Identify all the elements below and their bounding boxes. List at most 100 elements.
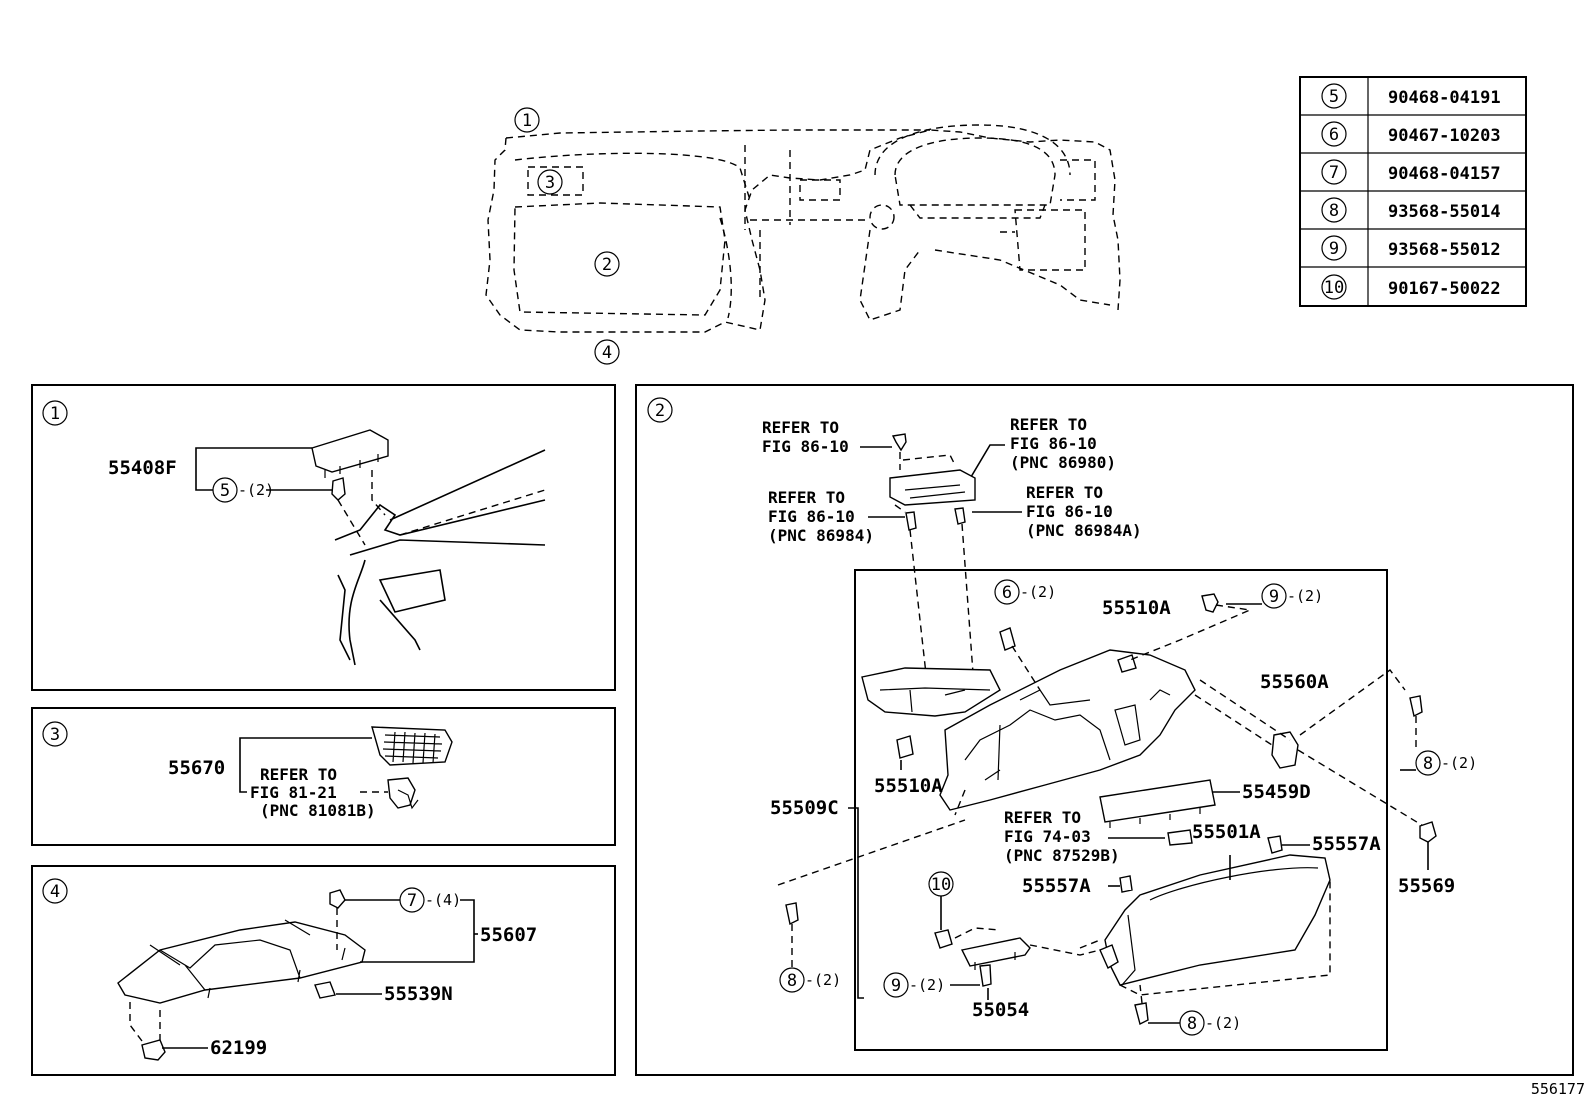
bolt-table-row: 8 93568-55014 [1321,197,1501,223]
retainer-guide-line [129,1002,161,1046]
ref-circle [1321,159,1347,185]
bolt-table-ref: 5 [1329,87,1339,107]
dashboard-upper-trim [514,152,751,201]
refer-text: (PNC 86984A) [1026,521,1142,540]
refer-text: FIG 74-03 [1004,827,1091,846]
panel-id-circle [42,721,68,747]
leader-line [239,737,372,793]
ref-circle [1321,83,1347,109]
driver-lower-trim [934,249,1111,306]
part-label-55557A: 55557A [1312,833,1381,855]
part-label-55607: 55607 [480,924,537,946]
fastener-part [314,981,336,999]
callout-circle [883,972,909,998]
callout: 6 -(2) [994,579,1056,605]
bolt-table-row: 7 90468-04157 [1321,159,1501,185]
ref-circle [1321,274,1347,300]
glove-box-door-part [861,667,1001,717]
module-guide-line [894,452,976,711]
cover-guide-line [371,470,386,516]
clip-part [999,627,1016,651]
bolt-part [785,902,799,926]
overview-circle [537,169,563,195]
panel-4-frame [31,865,616,1076]
bolt-table-ref: 6 [1329,125,1339,145]
panel-2-id: 2 [655,401,665,421]
refer-text: (PNC 86984) [768,526,874,545]
bolt-table-ref: 7 [1329,163,1339,183]
part-label-62199: 62199 [210,1037,267,1059]
callout-qty: -(2) [1441,754,1477,772]
callout: 9 -(2) [883,972,945,998]
refer-text: FIG 86-10 [1026,502,1113,521]
center-stack-outline [744,145,870,230]
refer-text: FIG 81-21 [250,783,337,802]
lock-guide-line [954,880,1331,996]
callout-circle [1261,583,1287,609]
refer-text: (PNC 86980) [1010,453,1116,472]
part-label-55509C: 55509C [770,797,839,819]
cushion-part [1419,821,1437,843]
panel-4: 4 7 -(4) 55607 55539N 62199 [31,865,616,1076]
absorber-part [1167,829,1193,846]
bolt-table-part: 90167-50022 [1388,279,1501,299]
clip-guide-line [1011,645,1041,691]
bolt-table-part: 90467-10203 [1388,126,1501,146]
part-label-55560A: 55560A [1260,671,1329,693]
ref-circle [1321,197,1347,223]
refer-text: REFER TO [1026,483,1103,502]
refer-text: (PNC 87529B) [1004,846,1120,865]
dashboard-overview: 1 2 3 4 [485,107,1121,365]
retainer-part [141,1039,166,1061]
callout: 8 -(2) [1179,1010,1241,1036]
callout-qty: -(2) [909,976,945,994]
lock-bracket-detail [974,952,1016,970]
hinge-part [1099,944,1119,970]
refer-text: FIG 86-10 [1010,434,1097,453]
callout-qty: -(2) [238,481,274,499]
bolt-guide-line [1139,984,1143,1004]
part-label-55557A: 55557A [1022,875,1091,897]
center-console-lower [759,229,921,321]
overview-label: 1 [514,107,540,133]
dash-sketch [334,449,546,666]
callout: 8 -(2) [779,967,841,993]
bolt-table-row: 6 90467-10203 [1321,121,1501,147]
callout-ref: 8 [787,971,797,991]
defroster-cover-part [311,429,389,473]
callout: 10 [928,871,954,897]
overview-label: 4 [594,339,620,365]
part-label-55539N: 55539N [384,983,453,1005]
steering-column [874,124,1071,176]
stopper-part [1267,835,1283,854]
figure-id: 556177 [1531,1080,1585,1098]
part-label-55408F: 55408F [108,457,177,479]
callout-qty: -(2) [805,971,841,989]
bolt-table-ref: 9 [1329,239,1339,259]
overview-circle [594,339,620,365]
bolt-table-row: 10 90167-50022 [1321,274,1501,300]
hinge-part [896,735,914,759]
part-label-55054: 55054 [972,999,1029,1021]
refer-text: REFER TO [768,488,845,507]
callout-ref: 7 [407,891,417,911]
vent-outline [527,166,584,196]
connector-part [905,511,917,531]
callout: 8 -(2) [1415,750,1477,776]
callout-ref: 6 [1002,583,1012,603]
dash-sketch-hidden [399,489,546,536]
glove-box-frame-detail [964,689,1171,781]
panel-id-circle [42,400,68,426]
glove-box-part [1104,854,1331,986]
damper-part [1271,731,1299,769]
cover-clips [324,454,379,478]
overview-label: 2 [594,251,620,277]
leader-bracket [360,899,475,963]
connector-part [954,507,966,525]
vent-part [371,726,453,766]
refer-text: FIG 86-10 [768,507,855,526]
callout-ref: 8 [1187,1014,1197,1034]
callout-circle [1415,750,1441,776]
panel-2-inner-frame [854,569,1388,1051]
